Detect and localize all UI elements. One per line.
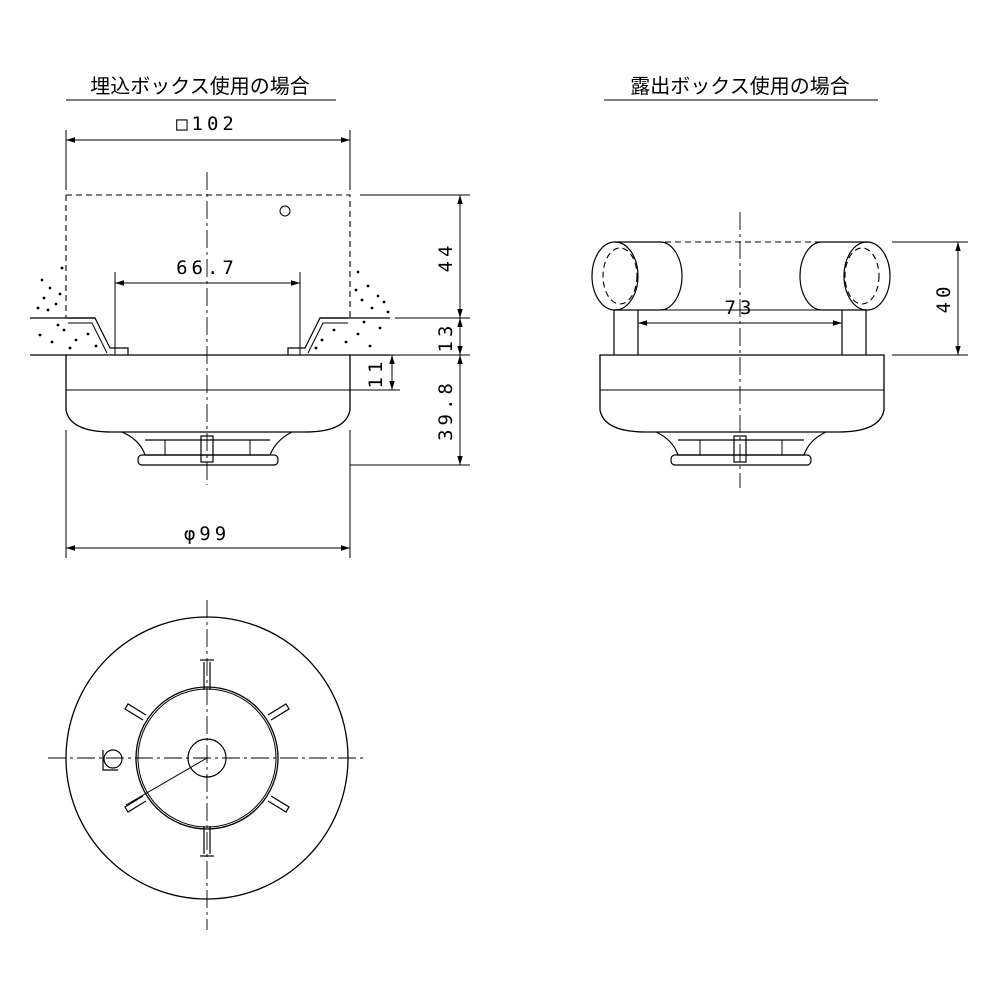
center-hole	[187, 738, 227, 778]
dim-diameter: φ99	[65, 430, 351, 558]
detector-body	[65, 355, 351, 433]
dim-44-text: 44	[435, 242, 457, 273]
dim-box-width-text: □102	[176, 113, 238, 135]
dim-box-width: □102	[65, 113, 351, 190]
dim-span-66: 66.7	[114, 257, 301, 355]
dim-span-73-text: 73	[725, 297, 756, 319]
sensor-base-right	[670, 454, 812, 466]
title-exposed-text: 露出ボックス使用の場合	[630, 74, 849, 98]
dim-13-text: 13	[435, 322, 457, 353]
title-embedded-text: 埋込ボックス使用の場合	[90, 74, 309, 98]
detector-body-right	[599, 354, 885, 433]
conduit-left	[591, 241, 639, 311]
title-embedded-box: 埋込ボックス使用の場合	[66, 74, 336, 101]
plan-view	[48, 600, 365, 930]
sensor-base	[137, 454, 279, 466]
embedded-side-view	[30, 172, 390, 485]
bracket-left	[68, 317, 129, 355]
center-pin-right	[733, 435, 747, 463]
dim-span-66-text: 66.7	[176, 257, 238, 279]
plaster-texture	[36, 266, 390, 350]
dim-span-73: 73	[638, 297, 842, 326]
dim-dia-99-text: φ99	[184, 523, 230, 545]
dim-40-text: 40	[933, 283, 955, 314]
pin-top	[200, 659, 214, 690]
dim-height-40: 40	[892, 241, 968, 356]
pin-bottom	[200, 826, 214, 857]
screw-hole-icon	[279, 205, 291, 217]
bracket-right	[287, 317, 348, 355]
center-pin	[200, 435, 214, 463]
exposed-side-view	[591, 212, 891, 488]
led-indicator-icon	[102, 749, 123, 771]
embedded-box-outline	[65, 194, 351, 318]
inner-ring	[135, 686, 279, 830]
dim-398-text: 39.8	[435, 379, 457, 441]
diagonal-tabs	[124, 703, 290, 813]
conduit-right	[843, 241, 891, 311]
outer-ring	[65, 616, 349, 900]
title-exposed-box: 露出ボックス使用の場合	[604, 74, 878, 101]
dim-11-text: 11	[365, 358, 387, 389]
dim-vertical-left: 44 13 11 39.8	[350, 194, 470, 466]
